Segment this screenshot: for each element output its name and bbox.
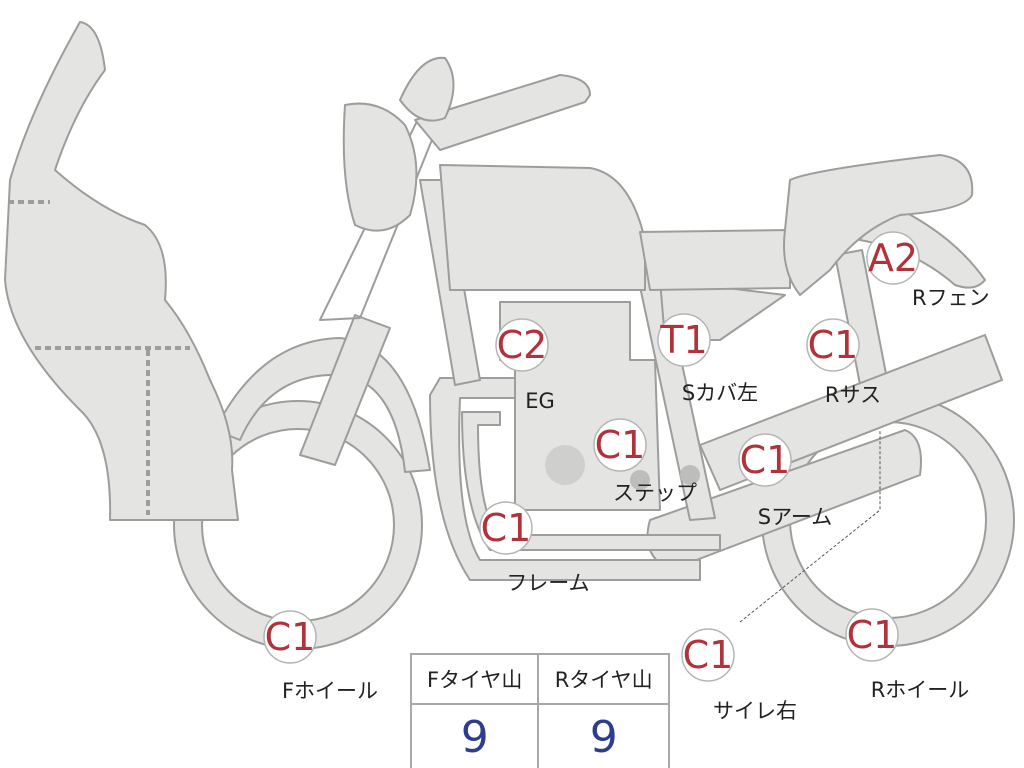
marker-part-label: Sカバ左	[682, 381, 758, 405]
marker-circle	[738, 433, 792, 487]
marker-grade: C1	[740, 438, 791, 482]
marker-circle	[681, 628, 735, 682]
front-fork	[299, 314, 391, 466]
mirror	[399, 56, 455, 122]
marker-circle	[657, 313, 711, 367]
marker-part-label: EG	[525, 389, 555, 413]
marker-circle	[495, 318, 549, 372]
marker-grade: C1	[481, 506, 532, 550]
marker-circle	[866, 231, 920, 285]
marker-7: C1 フレーム	[479, 501, 590, 595]
tail-cowl	[783, 154, 974, 296]
headlight	[342, 102, 418, 232]
front-tire-header: Fタイヤ山	[409, 653, 540, 705]
front-tire-value: 9	[409, 703, 540, 768]
marker-grade: T1	[659, 318, 707, 362]
marker-circle	[845, 608, 899, 662]
marker-5: C1 ステップ	[593, 418, 697, 505]
marker-circle	[593, 418, 647, 472]
marker-grade: C1	[847, 613, 898, 657]
marker-circle	[263, 610, 317, 664]
marker-grade: C1	[808, 323, 859, 367]
marker-grade: A2	[868, 236, 918, 280]
marker-part-label: サイレ右	[713, 699, 797, 723]
marker-part-label: Rサス	[825, 383, 881, 407]
marker-circle	[479, 501, 533, 555]
marker-part-label: Sアーム	[758, 505, 832, 529]
front-fender	[214, 337, 431, 473]
marker-part-label: ステップ	[613, 481, 697, 505]
marker-part-label: Rフェン	[912, 286, 990, 310]
marker-part-label: フレーム	[506, 571, 589, 595]
marker-part-label: Rホイール	[871, 678, 970, 702]
tire-depth-table: Fタイヤ山 Rタイヤ山 9 9	[409, 653, 670, 768]
marker-grade: C2	[497, 323, 548, 367]
seat	[639, 229, 791, 291]
rear-tire-value: 9	[537, 703, 670, 768]
front-cowl	[4, 21, 239, 521]
marker-circle	[806, 318, 860, 372]
marker-grade: C1	[265, 615, 316, 659]
exhaust-pipe	[429, 377, 701, 581]
fuel-tank	[439, 164, 646, 291]
marker-9: C1 サイレ右	[681, 628, 797, 723]
damage-markers: A2RフェンC2EGT1Sカバ左C1RサスC1ステップC1SアームC1フレームC…	[263, 231, 990, 723]
marker-grade: C1	[595, 423, 646, 467]
marker-grade: C1	[683, 633, 734, 677]
rear-tire-header: Rタイヤ山	[537, 653, 670, 705]
marker-part-label: Fホイール	[282, 679, 378, 703]
